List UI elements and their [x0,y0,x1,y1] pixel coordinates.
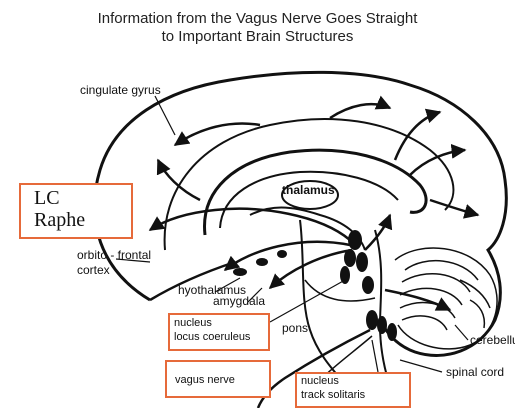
label-cingulate-gyrus: cingulate gyrus [80,83,161,97]
nucleus-locus-label-2: locus coeruleus [174,331,250,344]
nucleus-track-label-2: track solitaris [301,389,365,402]
label-amygdala: amygdala [213,294,265,308]
label-pons: pons [282,321,308,335]
projection-arrows [150,104,478,310]
lc-label: LC [34,186,60,210]
nucleus-locus-label-1: nucleus [174,317,212,330]
label-spinal-cord: spinal cord [446,365,504,379]
brain-outline [94,72,506,355]
label-cerebellum: cerebellu [470,333,515,347]
label-thalamus: thalamus [282,183,335,197]
label-cortex: cortex [77,263,110,277]
label-orbito-frontal: orbito - frontal [77,248,151,262]
nucleus-track-label-1: nucleus [301,375,339,388]
vagus-nerve-label: vagus nerve [175,374,235,387]
raphe-label: Raphe [34,208,85,232]
